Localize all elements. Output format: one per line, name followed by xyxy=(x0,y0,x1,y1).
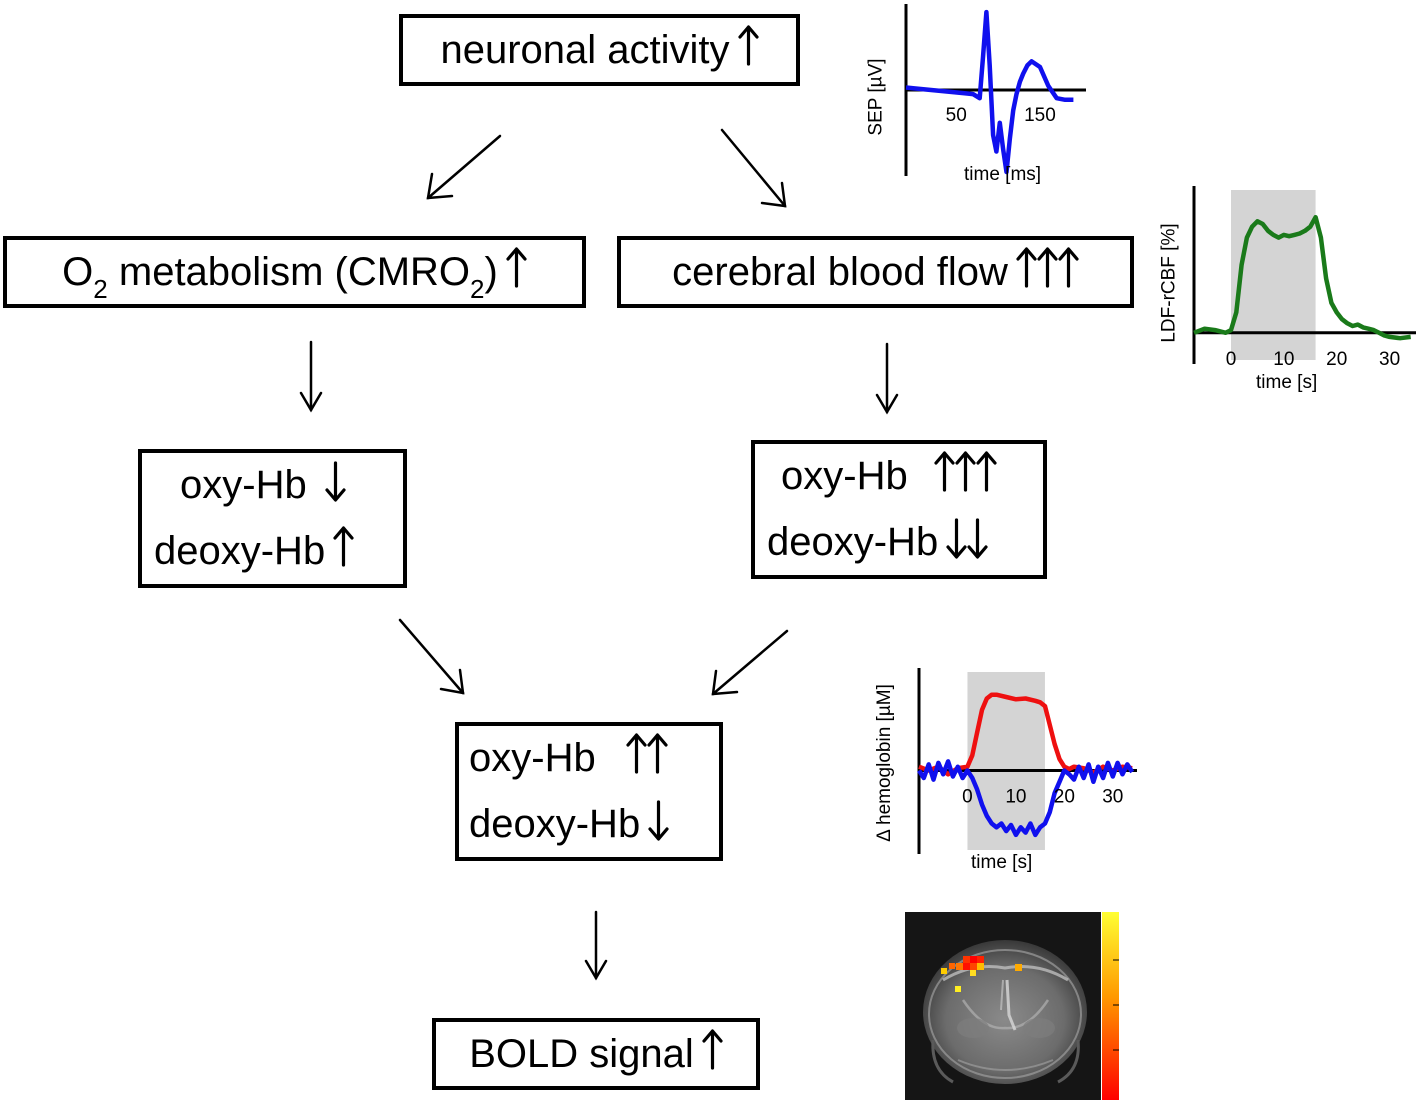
center-hemoglobin-box: oxy-Hb deoxy-Hb xyxy=(455,722,723,861)
up-arrow-icon xyxy=(702,1028,723,1070)
deoxy-hb-label: deoxy-Hb xyxy=(767,519,939,564)
x-tick-label: 50 xyxy=(946,105,967,126)
x-tick-label: 150 xyxy=(1024,105,1056,126)
bold-activation-map xyxy=(903,910,1121,1101)
arrow-neuronal-to-cbf xyxy=(720,128,787,208)
colorbar xyxy=(1102,912,1119,1100)
increase-arrows xyxy=(730,24,759,77)
oxy-hb-arrows xyxy=(317,459,346,512)
oxy-hb-label: oxy-Hb xyxy=(180,463,307,508)
x-tick-label: 0 xyxy=(962,786,973,807)
series-line-1 xyxy=(905,9,1074,175)
sep-chart: 50 150 xyxy=(904,4,1086,176)
up-arrow-icon xyxy=(647,733,668,774)
x-tick-label: 30 xyxy=(1102,786,1123,807)
oxy-hb-arrows xyxy=(618,732,668,785)
up-arrow-icon xyxy=(934,451,955,492)
cbf-x-axis-label: time [s] xyxy=(1256,372,1318,393)
arrow-cbf-to-right-hb xyxy=(875,342,899,415)
neuronal-activity-label: neuronal activity xyxy=(440,27,730,72)
down-arrow-icon xyxy=(946,518,967,559)
deoxy-hb-arrows xyxy=(640,798,669,851)
o2-metabolism-label: O2 metabolism (CMRO2) xyxy=(62,249,498,304)
up-arrow-icon xyxy=(955,451,976,492)
right-hemoglobin-box: oxy-Hb deoxy-Hb xyxy=(751,440,1047,579)
left-hemoglobin-box: oxy-Hb deoxy-Hb xyxy=(138,449,407,588)
deoxy-hb-arrows xyxy=(325,525,354,578)
x-tick-label: 20 xyxy=(1326,349,1347,370)
x-tick-label: 20 xyxy=(1054,786,1075,807)
cerebral-blood-flow-label: cerebral blood flow xyxy=(672,249,1008,294)
bold-signal-label: BOLD signal xyxy=(469,1031,694,1076)
stimulus-period-shading xyxy=(1231,190,1316,360)
increase-arrows xyxy=(694,1028,723,1081)
o2-metabolism-box: O2 metabolism (CMRO2) xyxy=(3,236,586,308)
increase-arrows xyxy=(498,246,527,299)
arrow-center-hb-to-bold xyxy=(584,910,608,981)
cbf-y-axis-label: LDF-rCBF [%] xyxy=(1158,223,1180,343)
mri-brain-slice xyxy=(923,940,1087,1084)
series-line-1 xyxy=(1193,214,1411,341)
up-arrow-icon xyxy=(333,526,354,567)
arrow-neuronal-to-o2 xyxy=(426,134,502,200)
down-arrow-icon xyxy=(325,461,346,502)
activation-voxels xyxy=(941,956,1022,992)
x-tick-label: 10 xyxy=(1273,349,1294,370)
oxy-hb-arrows xyxy=(926,450,997,503)
series-line-2 xyxy=(917,759,1135,838)
x-tick-label: 30 xyxy=(1379,349,1400,370)
neuronal-activity-box: neuronal activity xyxy=(399,14,800,86)
deoxy-hb-label: deoxy-Hb xyxy=(469,801,641,846)
hemoglobin-y-axis-label: Δ hemoglobin [µM] xyxy=(873,684,895,842)
down-arrow-icon xyxy=(967,518,988,559)
arrow-right-hb-to-center-hb xyxy=(711,629,789,696)
deoxy-hb-row: deoxy-Hb xyxy=(154,525,354,578)
increase-arrows xyxy=(1008,246,1079,299)
arrow-left-hb-to-center-hb xyxy=(398,618,465,695)
x-tick-label: 0 xyxy=(1226,349,1237,370)
deoxy-hb-row: deoxy-Hb xyxy=(469,798,669,851)
oxy-hb-label: oxy-Hb xyxy=(469,736,596,781)
cerebral-blood-flow-box: cerebral blood flow xyxy=(617,236,1134,308)
hemoglobin-chart: 0 10 20 30 xyxy=(917,668,1137,854)
sep-x-axis-label: time [ms] xyxy=(964,164,1042,185)
oxy-hb-label: oxy-Hb xyxy=(781,454,908,499)
colorbar-ticks xyxy=(1113,959,1119,1051)
up-arrow-icon xyxy=(626,733,647,774)
up-arrow-icon xyxy=(1016,246,1037,288)
deoxy-hb-arrows xyxy=(938,516,988,569)
arrow-o2-to-left-hb xyxy=(299,340,323,413)
up-arrow-icon xyxy=(737,24,759,66)
up-arrow-icon xyxy=(1037,246,1058,288)
sep-y-axis-label: SEP [µV] xyxy=(865,58,887,136)
oxy-hb-row: oxy-Hb xyxy=(180,459,346,512)
oxy-hb-row: oxy-Hb xyxy=(781,450,997,503)
cbf-chart: 0 10 20 30 xyxy=(1192,186,1416,370)
deoxy-hb-row: deoxy-Hb xyxy=(767,516,988,569)
deoxy-hb-label: deoxy-Hb xyxy=(154,528,326,573)
hemoglobin-x-axis-label: time [s] xyxy=(971,852,1033,873)
up-arrow-icon xyxy=(976,451,997,492)
up-arrow-icon xyxy=(506,246,527,288)
oxy-hb-row: oxy-Hb xyxy=(469,732,668,785)
bold-signal-box: BOLD signal xyxy=(432,1018,760,1090)
x-tick-label: 10 xyxy=(1005,786,1026,807)
up-arrow-icon xyxy=(1058,246,1079,288)
down-arrow-icon xyxy=(648,800,669,841)
